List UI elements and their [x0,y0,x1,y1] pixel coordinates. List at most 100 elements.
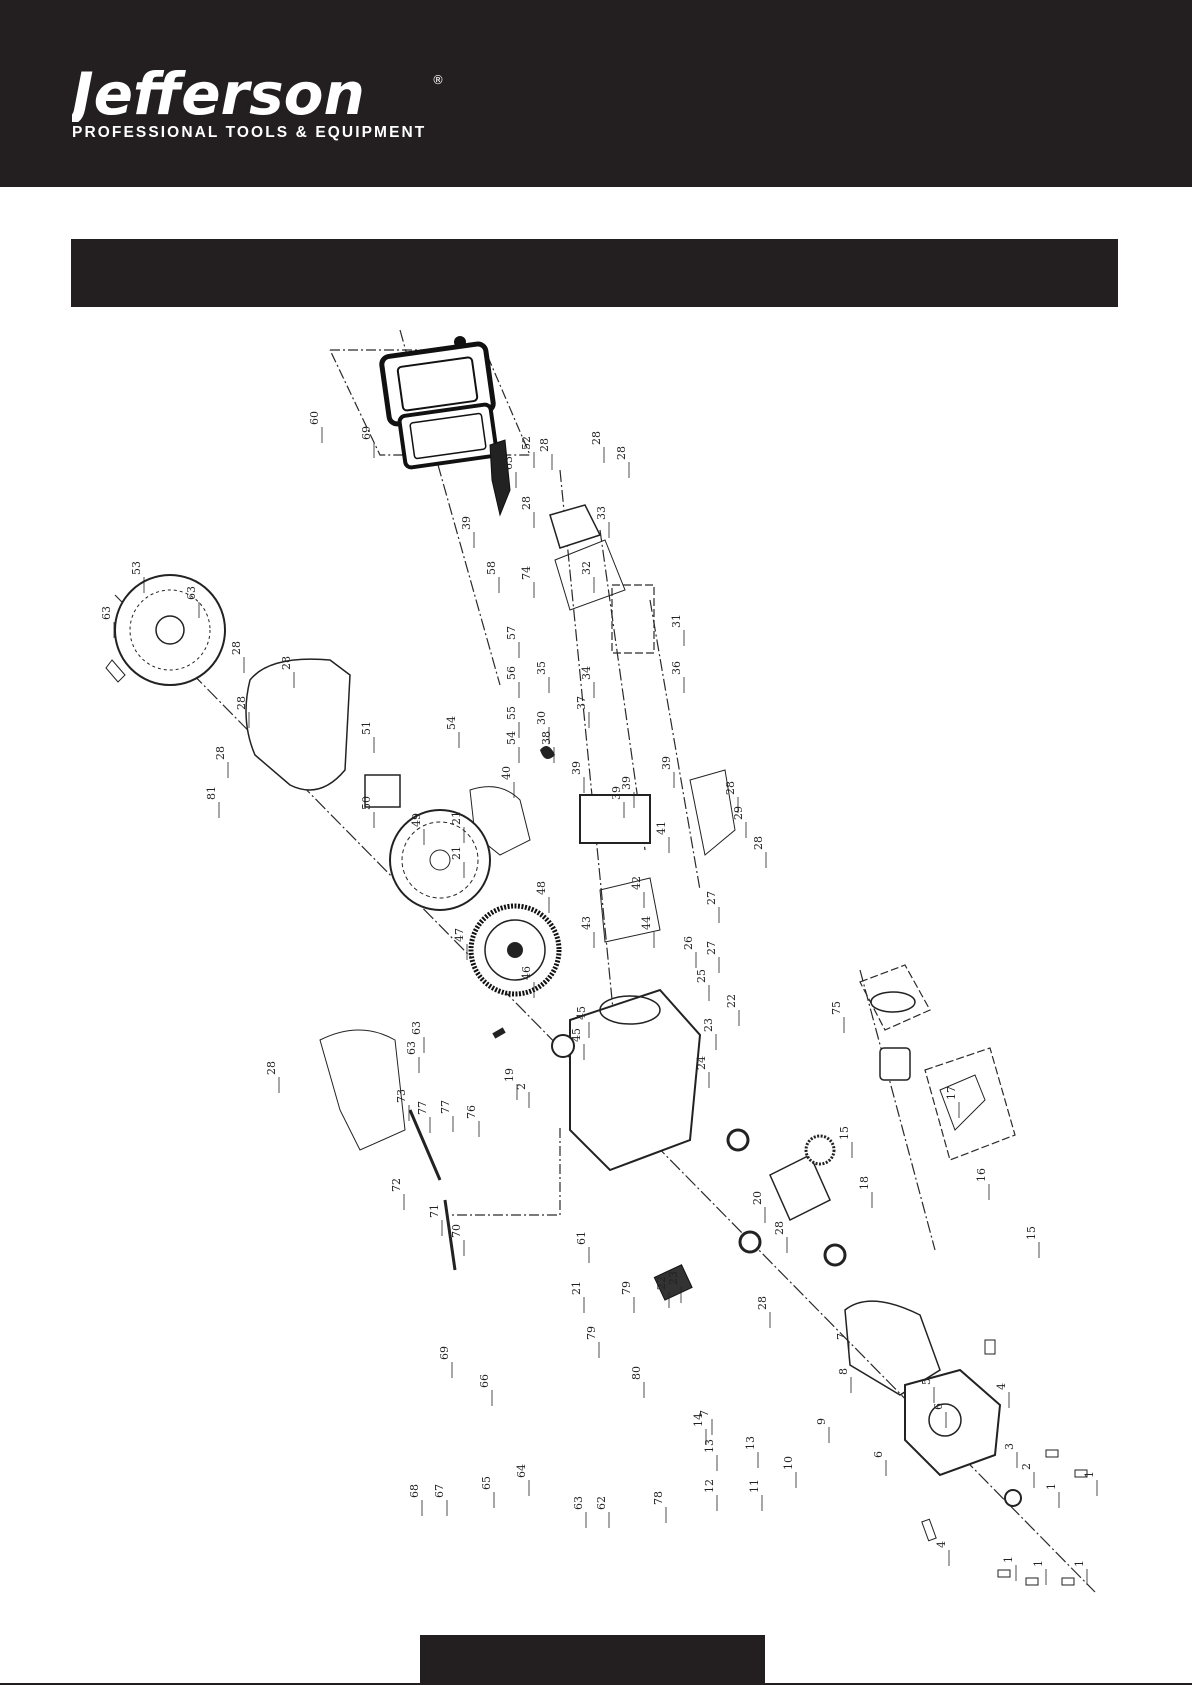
callout-81: 81 [205,786,218,800]
choke-rod [443,1199,457,1271]
muffler-guard [319,1029,406,1151]
callout-22: 22 [725,994,738,1008]
callout-39: 39 [620,776,633,790]
callout-6: 6 [932,1403,945,1410]
callout-33: 33 [595,506,608,520]
callout-77: 77 [439,1100,452,1114]
cam-gear [804,1134,836,1166]
callout-5: 5 [920,1378,933,1385]
callout-63: 63 [185,586,198,600]
callout-15: 15 [1025,1226,1038,1240]
governor-gear [738,1230,762,1254]
callout-13: 13 [703,1439,716,1453]
drain-plug [921,1518,937,1542]
callout-78: 78 [652,1491,665,1505]
callout-13: 13 [744,1436,757,1450]
oil-seal [551,1034,575,1058]
air-filter-bracket [489,439,511,517]
callout-50: 50 [360,796,373,810]
callout-66: 66 [478,1374,491,1388]
callout-63: 63 [410,1021,423,1035]
callout-28: 28 [538,438,551,452]
callout-68: 68 [408,1484,421,1498]
piston [879,1047,911,1081]
brand-tagline: PROFESSIONAL TOOLS & EQUIPMENT [72,124,427,141]
callout-39: 39 [460,516,473,530]
cylinder-axis-line [559,469,616,1031]
callout-28: 28 [773,1221,786,1235]
callout-38: 38 [540,731,553,745]
callout-37: 37 [575,696,588,710]
callout-2: 2 [515,1083,528,1090]
callout-42: 42 [630,876,643,890]
crankcase-block [569,988,702,1172]
callout-26: 26 [682,936,695,950]
callout-76: 76 [465,1105,478,1119]
callout-58: 58 [485,561,498,575]
callout-41: 41 [655,821,668,835]
callout-79: 79 [620,1281,633,1295]
callout-3: 3 [1003,1443,1016,1450]
section-title-bar [71,239,1118,307]
callout-39: 39 [570,761,583,775]
callout-36: 36 [670,661,683,675]
callout-9: 9 [815,1418,828,1425]
callout-11: 11 [748,1479,761,1493]
spark-plug [540,746,555,759]
governor-arm [492,1027,506,1039]
callout-12: 12 [703,1479,716,1493]
callout-48: 48 [535,881,548,895]
dipstick [984,1339,996,1355]
callout-63: 63 [100,606,113,620]
callout-28: 28 [590,431,603,445]
callout-75: 75 [830,1001,843,1015]
callout-46: 46 [520,966,533,980]
callout-43: 43 [580,916,593,930]
callout-32: 32 [580,561,593,575]
callout-28: 28 [520,496,533,510]
callout-72: 72 [390,1178,403,1192]
callout-63: 63 [405,1041,418,1055]
callout-19: 19 [503,1068,516,1082]
cover-oil-seal [1004,1489,1022,1507]
callout-71: 71 [428,1204,441,1218]
callout-74: 74 [520,566,533,580]
callout-69: 69 [360,426,373,440]
callout-8: 8 [837,1368,850,1375]
callout-44: 44 [640,916,653,930]
callout-7: 7 [835,1333,848,1340]
recoil-starter [105,574,226,686]
main-bearing-lower [823,1243,847,1267]
bolt-1e [1061,1577,1075,1586]
callout-28: 28 [214,746,227,760]
rocker-cover [549,504,602,549]
callout-23: 23 [667,1271,680,1285]
callout-45: 45 [570,1028,583,1042]
pushrod-axis-line [649,599,701,891]
piston-ring-group-box [859,964,931,1031]
callout-29: 29 [732,806,745,820]
callout-54: 54 [445,716,458,730]
callout-56: 56 [505,666,518,680]
callout-49: 49 [410,813,423,827]
governor-link-line [450,1128,561,1216]
callout-39: 39 [610,786,623,800]
bolt-1b [1074,1469,1088,1478]
page-number-box [420,1635,765,1685]
callout-57: 57 [505,626,518,640]
callout-63: 63 [502,456,515,470]
callout-79: 79 [585,1326,598,1340]
callout-25: 25 [695,969,708,983]
registered-mark: ® [432,73,444,87]
callout-31: 31 [670,614,683,628]
callout-28: 28 [615,446,628,460]
callout-6: 6 [872,1451,885,1458]
callout-30: 30 [535,711,548,725]
callout-35: 35 [535,661,548,675]
callout-18: 18 [858,1176,871,1190]
callout-51: 51 [360,721,373,735]
bolt-1d [1025,1577,1039,1586]
callout-28: 28 [752,836,765,850]
